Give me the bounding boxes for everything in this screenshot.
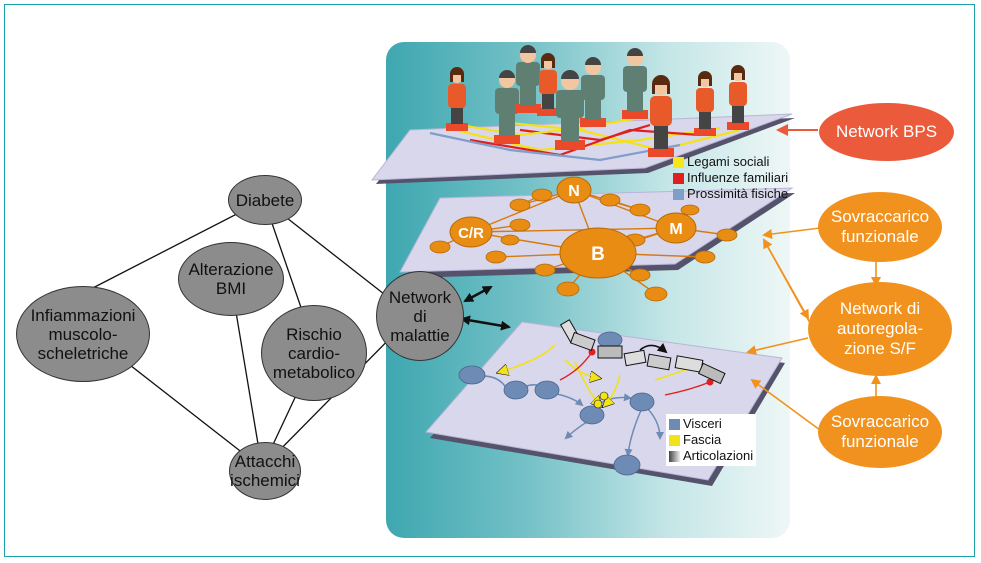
person-woman	[446, 67, 468, 131]
person-woman	[727, 65, 749, 130]
legend-swatch-blue	[673, 188, 684, 200]
legend-item: Legami sociali	[673, 154, 788, 170]
double-arrow-bottom	[460, 315, 511, 331]
legend-label: Fascia	[683, 432, 722, 447]
person-man	[622, 48, 648, 119]
node-sovraccarico-top: Sovraccarico funzionale	[818, 192, 942, 262]
legend-label: Legami sociali	[687, 154, 770, 169]
node-rischio: Rischio cardio- metabolico	[261, 305, 367, 401]
node-b-label: B	[591, 244, 605, 265]
legend-item: Influenze familiari	[673, 170, 788, 186]
node-attacchi: Attacchi ischemici	[229, 442, 301, 500]
legend-item: Prossimità fisiche	[673, 186, 788, 202]
node-alterazione-bmi: Alterazione BMI	[178, 242, 284, 316]
node-m	[655, 212, 697, 244]
joint-chain	[559, 319, 726, 385]
node-network-autoregolazione: Network di autoregola- zione S/F	[808, 282, 952, 376]
node-network-bps: Network BPS	[819, 103, 954, 161]
legend-top: Legami sociali Influenze familiari Pross…	[673, 154, 788, 202]
person-man	[580, 57, 606, 127]
legend-label: Articolazioni	[683, 448, 754, 463]
legend-swatch-gray	[669, 450, 680, 462]
node-diabete: Diabete	[228, 175, 302, 225]
node-cr-label: C/R	[458, 225, 484, 242]
node-sovraccarico-bottom: Sovraccarico funzionale	[818, 396, 942, 468]
legend-label: Prossimità fisiche	[687, 186, 789, 201]
legend-swatch-yellow	[669, 434, 680, 446]
node-cr	[449, 216, 493, 248]
legend-bottom: Visceri Fascia Articolazioni	[666, 414, 757, 466]
right-arrows	[746, 124, 881, 431]
node-n	[556, 176, 592, 204]
node-n-label: N	[568, 183, 580, 200]
layer-middle: N C/R M B	[399, 176, 795, 302]
legend-item: Articolazioni	[669, 448, 753, 464]
legend-item: Fascia	[669, 432, 753, 448]
legend-label: Influenze familiari	[687, 170, 789, 185]
legend-label: Visceri	[683, 416, 722, 431]
node-network-malattie: Network di malattie	[376, 271, 464, 361]
person-woman	[648, 75, 674, 157]
person-man	[555, 70, 585, 150]
legend-item: Visceri	[669, 416, 753, 432]
legend-swatch-yellow	[673, 156, 684, 168]
legend-swatch-blue	[669, 418, 680, 430]
person-man	[494, 70, 520, 144]
node-m-label: M	[669, 221, 682, 238]
person-woman	[694, 71, 716, 136]
person-woman	[537, 53, 559, 116]
node-infiammazioni: Infiammazioni muscolo- scheletriche	[16, 286, 150, 382]
legend-swatch-red	[673, 172, 684, 184]
double-arrow-top	[463, 285, 493, 303]
people-group	[446, 45, 749, 157]
figure-frame	[4, 4, 975, 557]
person-man	[515, 45, 541, 113]
node-b	[559, 227, 637, 279]
